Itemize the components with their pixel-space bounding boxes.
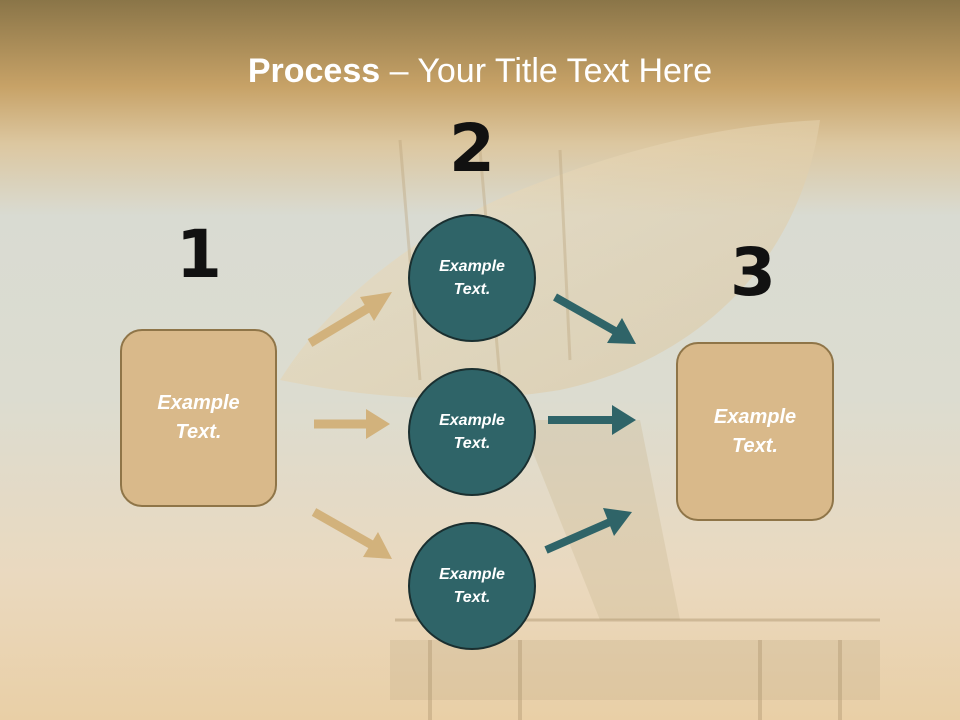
step-1-text: Example Text.	[157, 392, 240, 443]
step-1-box: Example Text.	[120, 329, 277, 507]
arrow-bottom-circle-to-box3	[544, 508, 632, 554]
step-3-text: Example Text.	[713, 405, 797, 457]
step-number-2: 2	[449, 110, 495, 187]
slide-title: Process – Your Title Text Here	[0, 52, 960, 91]
arrow-top-circle-to-box3	[553, 293, 636, 344]
circle-top-text: Example Text.	[439, 258, 505, 298]
step-3-box: Example Text.	[676, 342, 834, 521]
arrow-middle-circle-to-box3	[548, 405, 636, 435]
arrow-to-top-circle	[307, 292, 392, 347]
step-number-3: 3	[730, 234, 776, 311]
circle-middle-text: Example Text.	[439, 412, 505, 452]
arrow-to-middle-circle	[314, 409, 390, 439]
circle-bottom-text: Example Text.	[439, 566, 505, 606]
title-bold: Process	[247, 52, 381, 90]
arrow-to-bottom-circle	[311, 508, 392, 559]
title-rest: – Your Title Text Here	[380, 52, 713, 90]
circle-bottom: Example Text.	[408, 522, 536, 650]
circle-middle: Example Text.	[408, 368, 536, 496]
step-number-1: 1	[176, 216, 222, 293]
circle-top: Example Text.	[408, 214, 536, 342]
